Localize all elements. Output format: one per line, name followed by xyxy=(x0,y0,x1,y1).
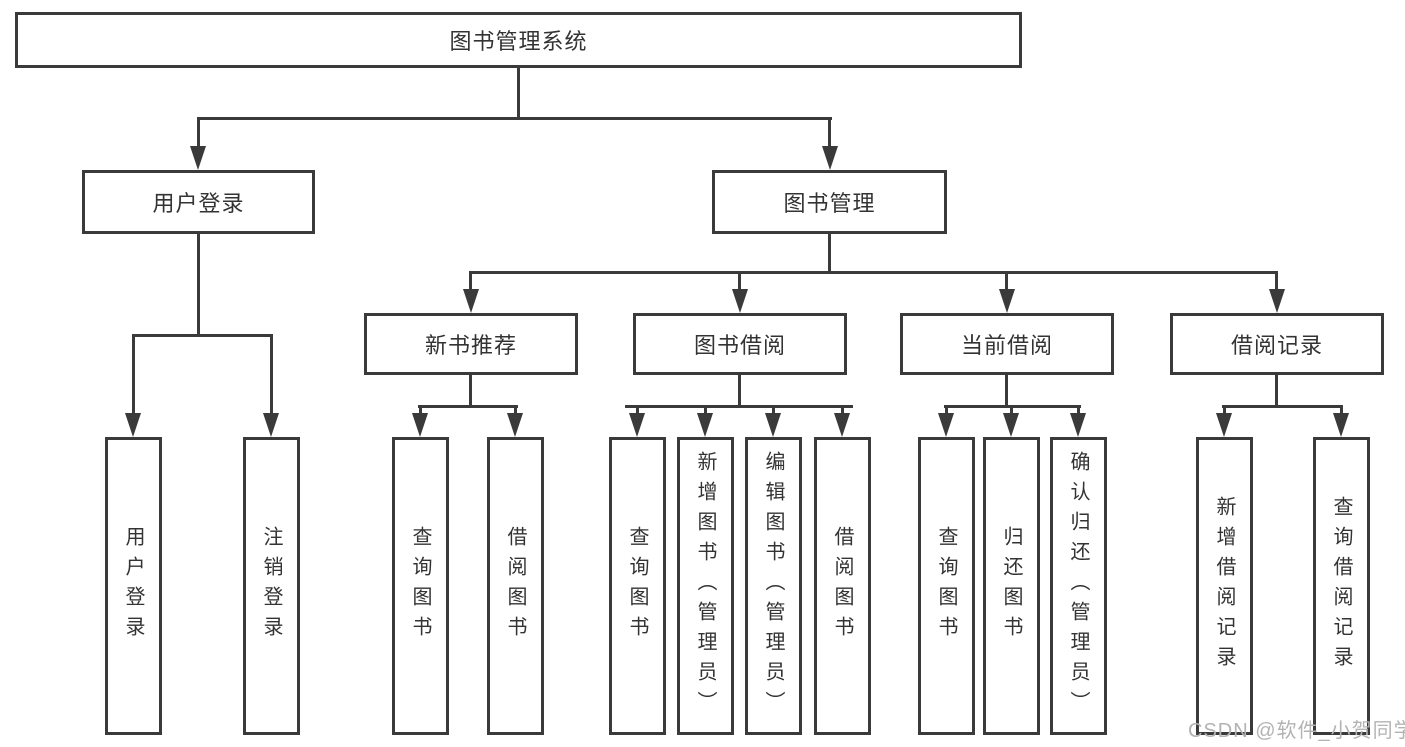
connector-line xyxy=(517,68,520,118)
connector-line xyxy=(270,334,273,415)
leaf-add-book-admin: 新增图书（管理员） xyxy=(677,437,734,735)
connector-line xyxy=(470,271,1278,274)
leaf-query-borrow-record: 查询借阅记录 xyxy=(1313,437,1370,735)
arrow-head xyxy=(822,146,838,170)
connector-line xyxy=(636,405,639,415)
connector-line xyxy=(418,405,518,408)
connector-line xyxy=(841,405,844,415)
arrow-head xyxy=(938,413,954,437)
connector-line xyxy=(828,234,831,274)
connector-line xyxy=(1005,375,1008,408)
arrow-head xyxy=(507,413,523,437)
leaf-return-book: 归还图书 xyxy=(983,437,1040,735)
arrow-head xyxy=(125,413,141,437)
connector-line xyxy=(828,117,831,149)
node-new-book-recommend: 新书推荐 xyxy=(364,313,578,375)
connector-line xyxy=(132,334,273,337)
arrow-head xyxy=(463,289,479,313)
leaf-borrow-book-1: 借阅图书 xyxy=(487,437,544,735)
connector-line xyxy=(1077,405,1080,415)
node-borrow-records: 借阅记录 xyxy=(1170,313,1384,375)
arrow-head xyxy=(412,413,428,437)
leaf-add-borrow-record: 新增借阅记录 xyxy=(1196,437,1253,735)
leaf-query-book-3: 查询图书 xyxy=(918,437,975,735)
leaf-edit-book-admin: 编辑图书（管理员） xyxy=(745,437,802,735)
leaf-query-book-2: 查询图书 xyxy=(609,437,666,735)
arrow-head xyxy=(1269,289,1285,313)
leaf-logout: 注销登录 xyxy=(243,437,300,735)
connector-line xyxy=(1222,405,1343,408)
arrow-head xyxy=(629,413,645,437)
leaf-user-login: 用户登录 xyxy=(105,437,162,735)
connector-line xyxy=(1010,405,1013,415)
arrow-head xyxy=(1333,413,1349,437)
arrow-head xyxy=(263,413,279,437)
node-book-management: 图书管理 xyxy=(712,170,947,234)
connector-line xyxy=(419,405,422,415)
connector-line xyxy=(514,405,517,415)
node-book-borrow: 图书借阅 xyxy=(633,313,847,375)
connector-line xyxy=(1275,271,1278,292)
connector-line xyxy=(738,271,741,292)
node-current-borrow: 当前借阅 xyxy=(900,313,1114,375)
leaf-borrow-book-2: 借阅图书 xyxy=(814,437,871,735)
connector-line xyxy=(1223,405,1226,415)
arrow-head xyxy=(190,146,206,170)
connector-line xyxy=(197,117,832,120)
leaf-confirm-return-admin: 确认归还（管理员） xyxy=(1050,437,1107,735)
arrow-head xyxy=(1070,413,1086,437)
arrow-head xyxy=(834,413,850,437)
connector-line xyxy=(469,375,472,408)
connector-line xyxy=(945,405,948,415)
node-root: 图书管理系统 xyxy=(15,12,1022,68)
arrow-head xyxy=(697,413,713,437)
arrow-head xyxy=(1216,413,1232,437)
connector-line xyxy=(772,405,775,415)
connector-line xyxy=(1275,375,1278,408)
connector-line xyxy=(1005,271,1008,292)
connector-line xyxy=(132,334,135,415)
connector-line xyxy=(704,405,707,415)
connector-line xyxy=(738,375,741,408)
arrow-head xyxy=(765,413,781,437)
watermark: CSDN @软件_小贺同学 xyxy=(1188,720,1405,742)
arrow-head xyxy=(732,289,748,313)
connector-line xyxy=(1340,405,1343,415)
connector-line xyxy=(625,405,853,408)
node-user-login: 用户登录 xyxy=(82,170,315,234)
leaf-query-book-1: 查询图书 xyxy=(392,437,449,735)
arrow-head xyxy=(999,289,1015,313)
arrow-head xyxy=(1003,413,1019,437)
connector-line xyxy=(197,234,200,336)
connector-line xyxy=(469,271,472,292)
connector-line xyxy=(197,117,200,149)
